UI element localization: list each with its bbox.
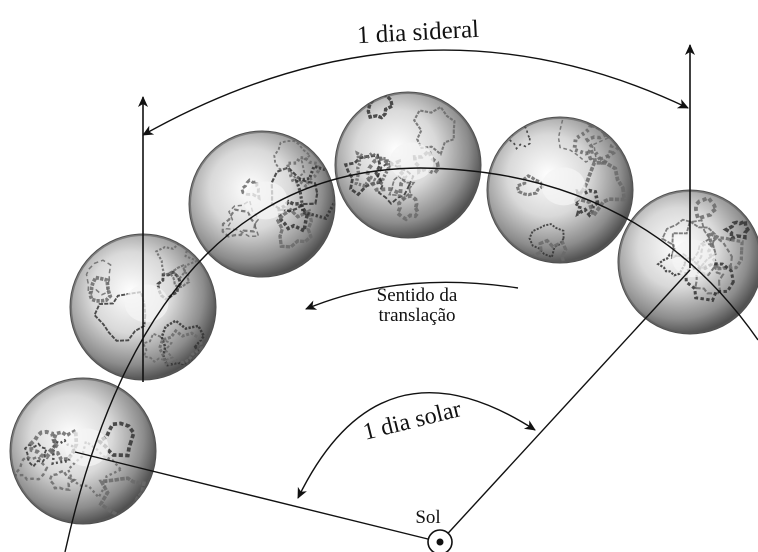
solar-day-label: 1 dia solar <box>361 396 464 445</box>
sun-line-last-position <box>439 269 691 543</box>
earth-position-5 <box>486 116 634 264</box>
sun-label: Sol <box>415 507 440 528</box>
translation-direction-label-line1: Sentido da <box>377 285 458 306</box>
translation-direction-arrow <box>305 281 519 310</box>
translation-direction-label-line2: translação <box>378 305 455 326</box>
continent-pattern <box>506 117 627 263</box>
solar-day-arrow <box>297 391 536 499</box>
orbit-path <box>64 167 758 552</box>
sun-line-first-position <box>74 451 441 543</box>
sun-icon <box>427 529 453 552</box>
earth-position-3 <box>188 130 336 278</box>
continent-pattern <box>85 241 206 368</box>
sidereal-day-label: 1 dia sideral <box>356 16 479 49</box>
continent-pattern <box>656 195 750 303</box>
earth-position-4 <box>334 91 482 239</box>
sidereal-day-arrow <box>142 49 689 136</box>
earth-position-1 <box>9 377 157 525</box>
